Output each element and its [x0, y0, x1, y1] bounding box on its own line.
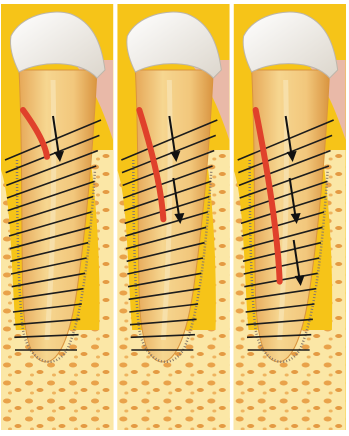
panel-separator — [113, 0, 117, 436]
panel-stage-2 — [117, 0, 233, 436]
panel-stage-3 — [234, 0, 349, 436]
panel-separator — [230, 0, 234, 436]
panel-stage-1 — [1, 0, 117, 436]
panel-content — [117, 0, 233, 436]
panel-content — [1, 0, 117, 436]
panel-content — [234, 0, 349, 436]
